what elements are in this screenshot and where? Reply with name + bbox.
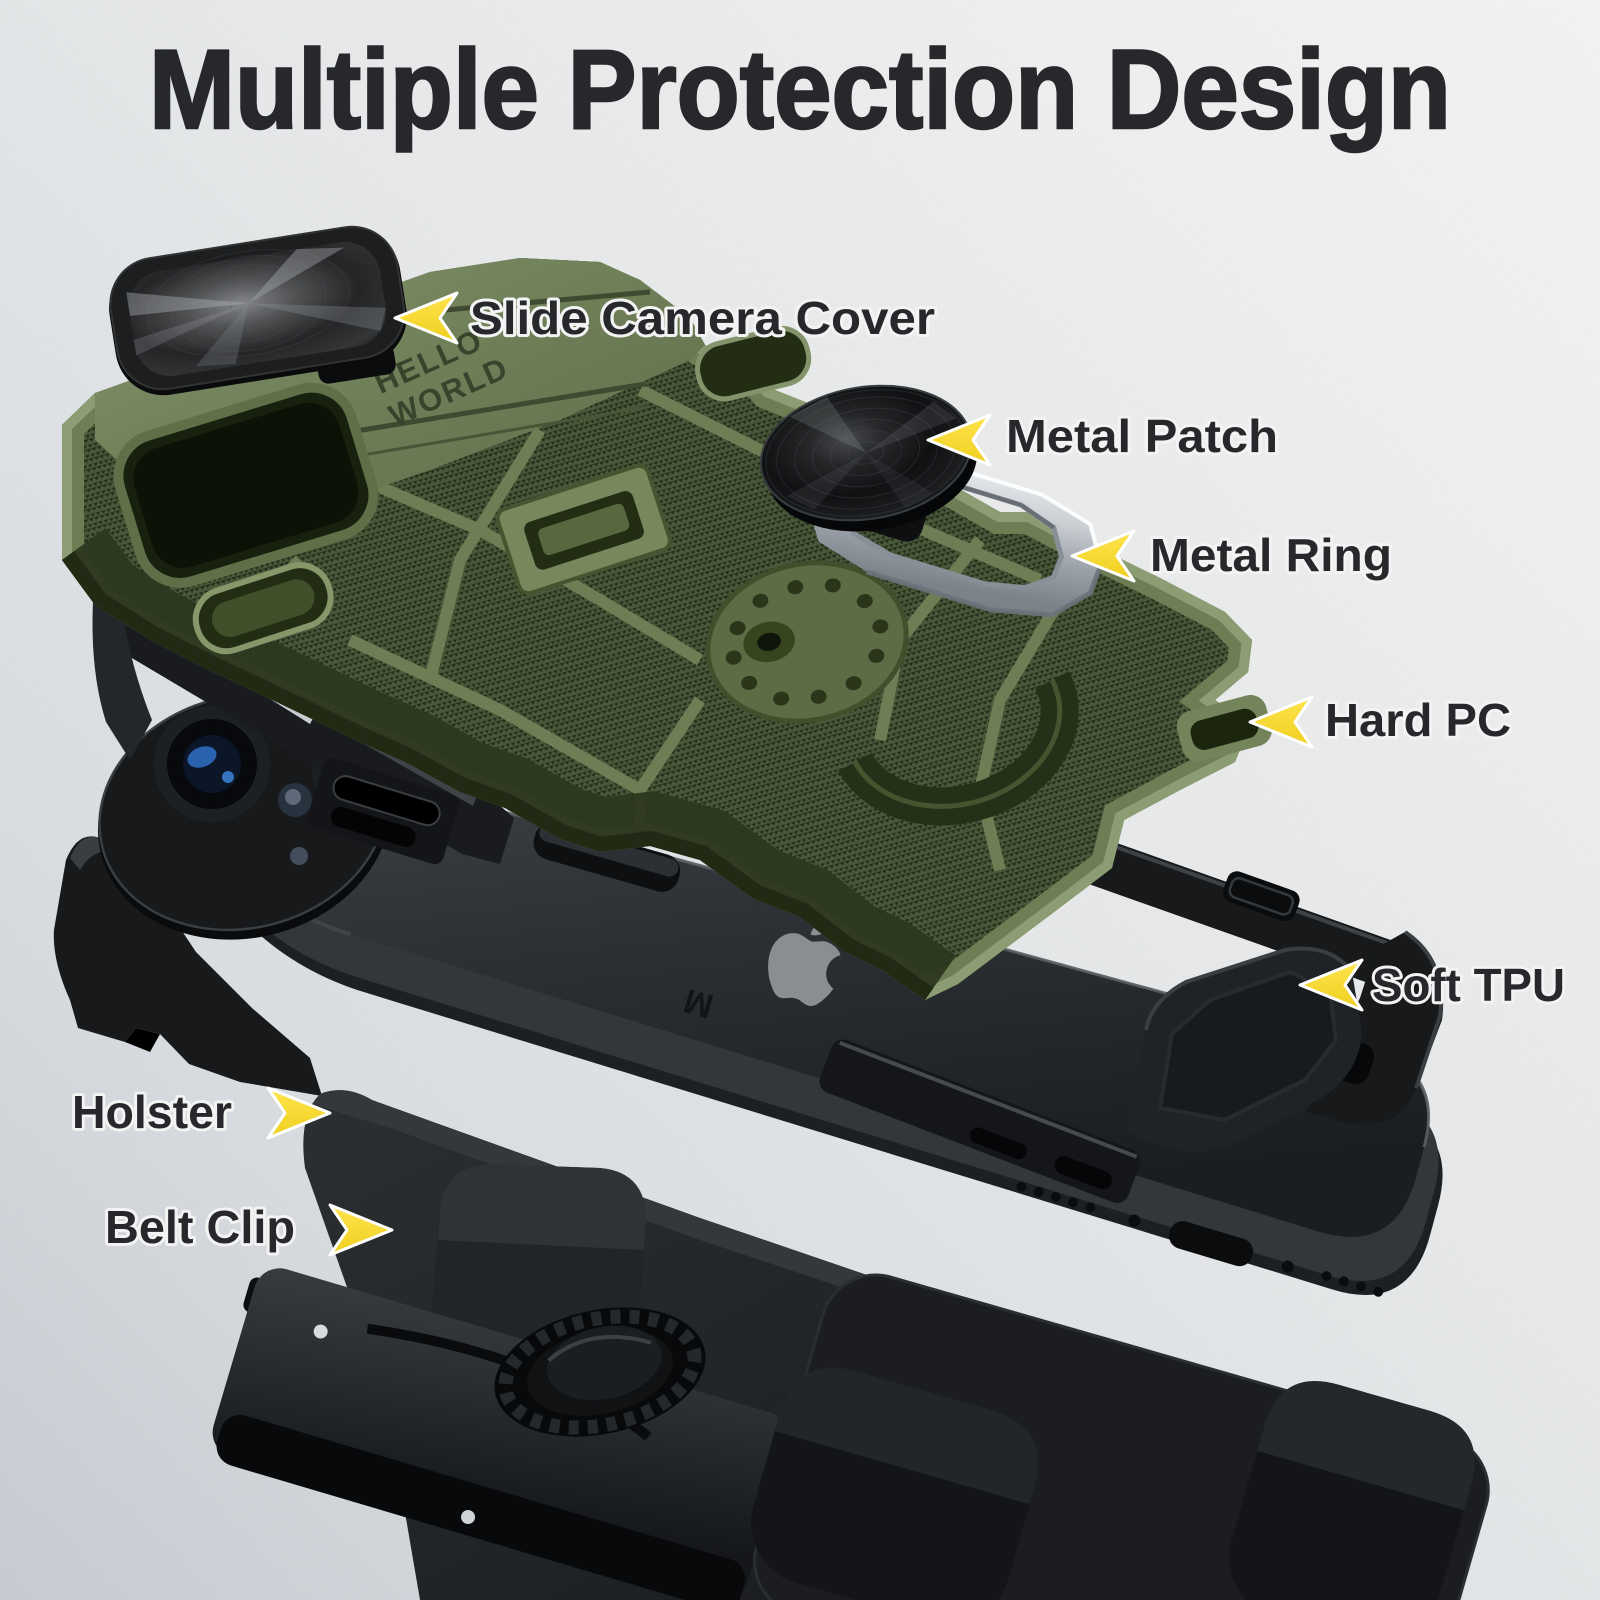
svg-text:Multiple Protection Design: Multiple Protection Design (149, 27, 1451, 152)
svg-text:Metal Patch: Metal Patch (1006, 410, 1278, 462)
svg-text:Metal Ring: Metal Ring (1150, 529, 1392, 581)
svg-text:Slide Camera Cover: Slide Camera Cover (470, 292, 935, 344)
svg-text:Hard PC: Hard PC (1325, 694, 1511, 746)
svg-text:Soft TPU: Soft TPU (1372, 959, 1565, 1011)
svg-text:Belt Clip: Belt Clip (105, 1201, 295, 1253)
svg-text:Holster: Holster (72, 1086, 232, 1138)
